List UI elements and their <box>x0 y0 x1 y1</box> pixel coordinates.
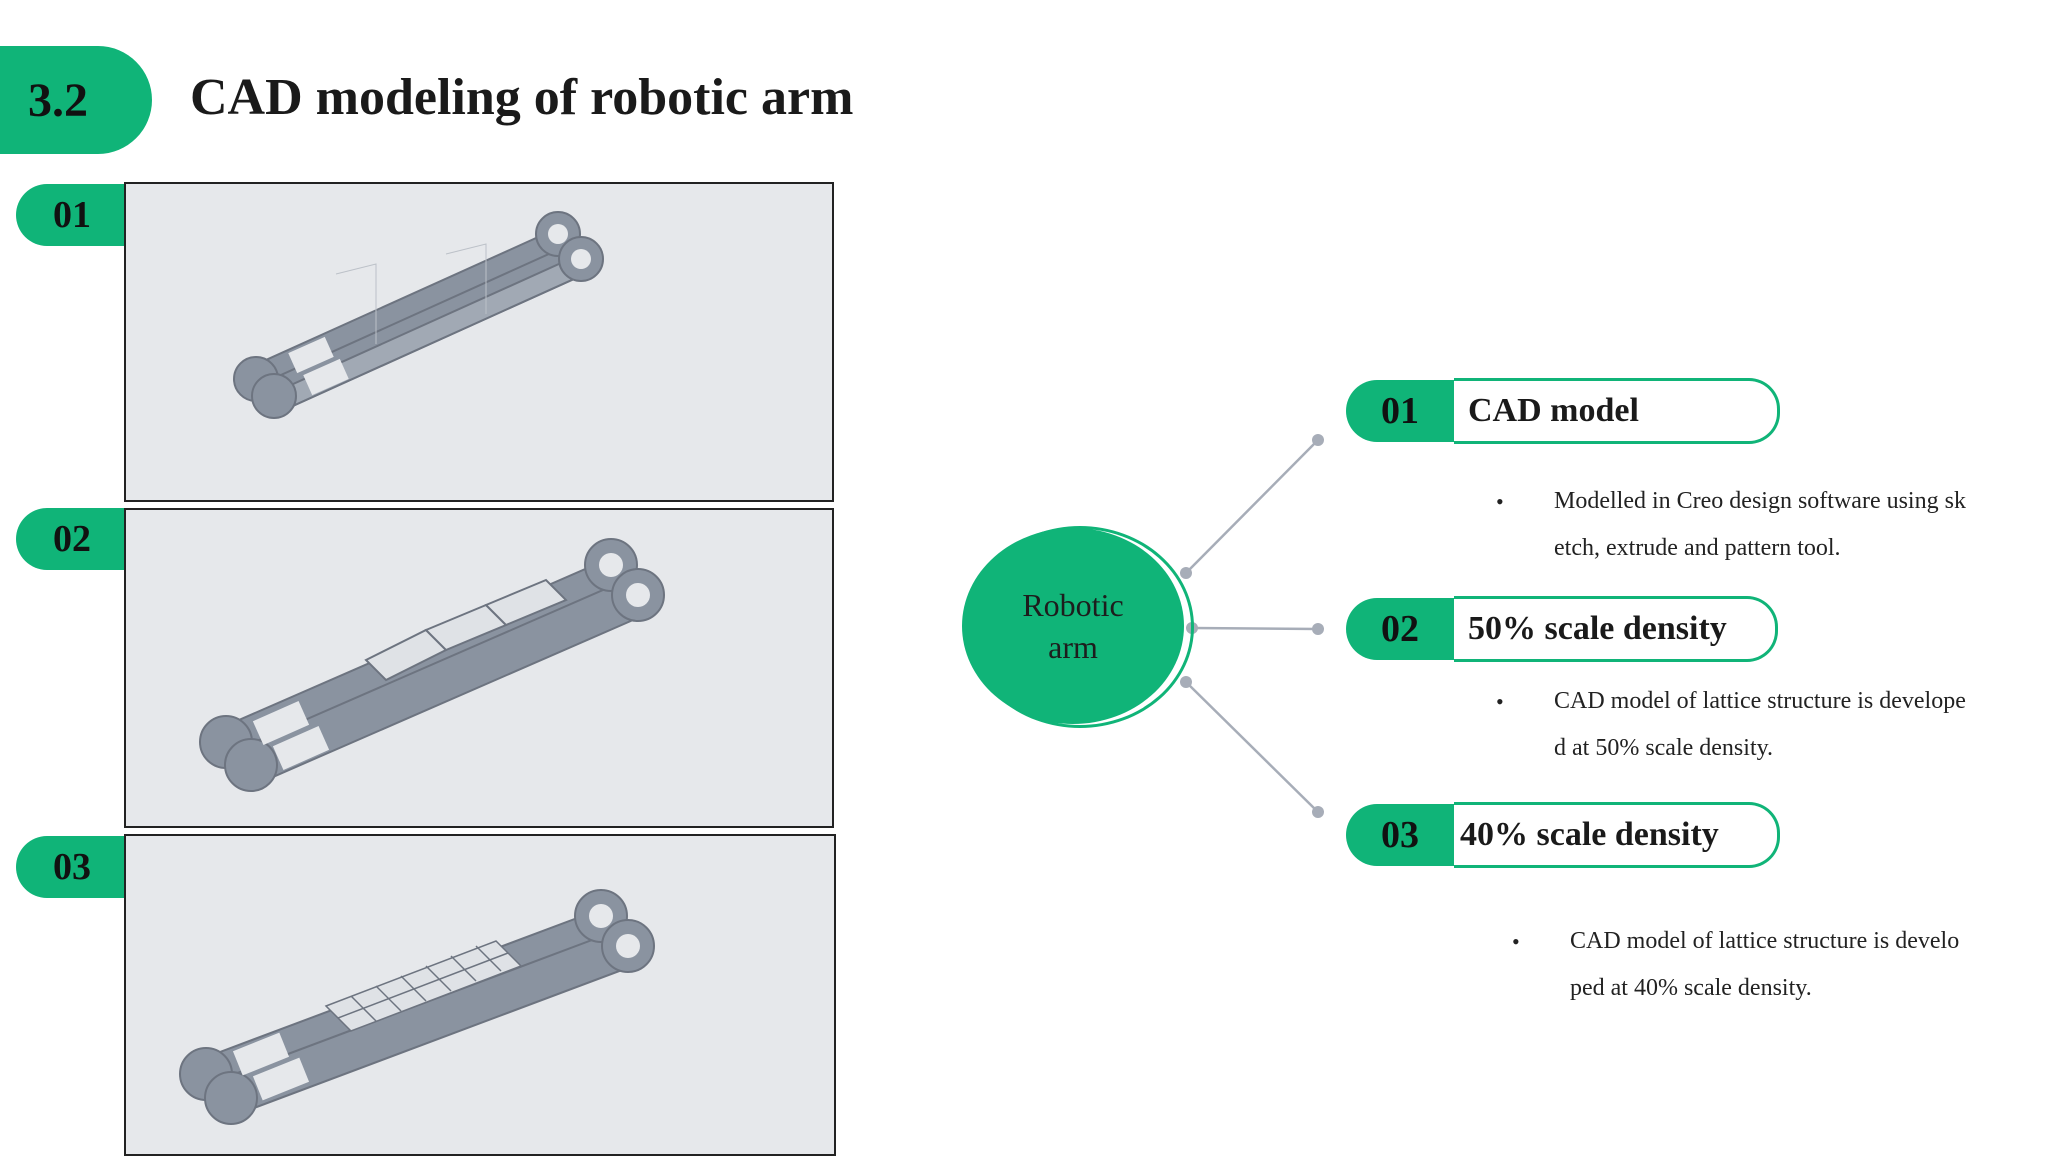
item-number: 01 <box>1381 390 1419 432</box>
description-line: etch, extrude and pattern tool. <box>1554 535 1841 561</box>
item-title-03: 40% scale density <box>1454 802 1780 868</box>
bullet-icon: • <box>1496 489 1504 514</box>
item-title-02: 50% scale density <box>1454 596 1778 662</box>
image-number-tab-03: 03 <box>16 836 128 898</box>
center-label-line2: arm <box>1048 629 1098 665</box>
description-line: Modelled in Creo design software using s… <box>1554 488 1966 514</box>
bullet-icon: • <box>1496 689 1504 714</box>
center-circle: Robotic arm <box>962 528 1184 724</box>
item-title: 40% scale density <box>1460 816 1719 853</box>
robotic-arm-link-drawing <box>233 211 604 419</box>
item-title-01: CAD model <box>1454 378 1780 444</box>
image-number-tab-02: 02 <box>16 508 128 570</box>
image-number-tab-01: 01 <box>16 184 128 246</box>
cad-image-03 <box>124 834 836 1156</box>
item-description-02: • CAD model of lattice structure is deve… <box>1496 678 1966 772</box>
robotic-arm-link-drawing <box>179 889 655 1125</box>
section-number: 3.2 <box>28 73 88 127</box>
image-number: 03 <box>53 846 91 888</box>
item-description-01: • Modelled in Creo design software using… <box>1496 478 1966 572</box>
bullet-icon: • <box>1512 929 1520 954</box>
description-line: ped at 40% scale density. <box>1570 975 1812 1001</box>
image-number: 02 <box>53 518 91 560</box>
item-number: 02 <box>1381 608 1419 650</box>
item-number-01: 01 <box>1346 380 1454 442</box>
center-label-line1: Robotic <box>1022 587 1124 623</box>
robotic-arm-link-drawing <box>199 538 665 792</box>
item-title: 50% scale density <box>1468 610 1727 647</box>
item-number: 03 <box>1381 814 1419 856</box>
cad-image-02 <box>124 508 834 828</box>
item-description-03: • CAD model of lattice structure is deve… <box>1512 918 1959 1012</box>
image-number: 01 <box>53 194 91 236</box>
description-line: CAD model of lattice structure is develo… <box>1554 688 1966 714</box>
cad-image-01 <box>124 182 834 502</box>
description-line: d at 50% scale density. <box>1554 735 1774 761</box>
item-number-02: 02 <box>1346 598 1454 660</box>
item-title: CAD model <box>1468 392 1639 429</box>
page-title: CAD modeling of robotic arm <box>190 69 854 126</box>
item-number-03: 03 <box>1346 804 1454 866</box>
description-line: CAD model of lattice structure is develo <box>1570 928 1960 954</box>
section-number-tab: 3.2 <box>0 46 152 154</box>
